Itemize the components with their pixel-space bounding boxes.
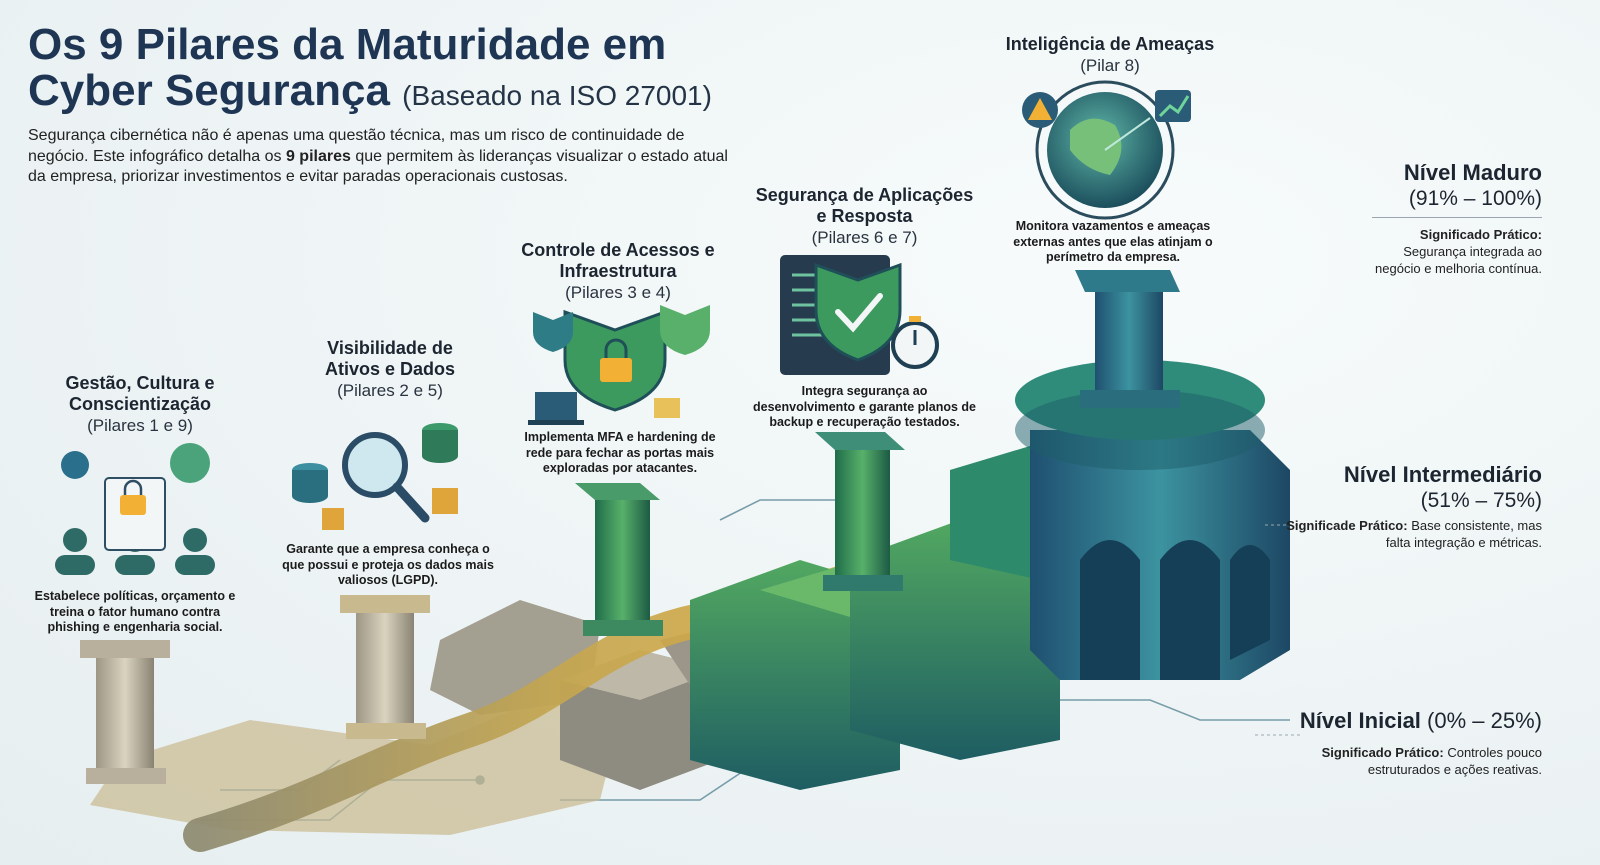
stopwatch-icon bbox=[891, 316, 939, 369]
pillar-stage-5 bbox=[1075, 270, 1180, 408]
intro-text: Segurança cibernética não é apenas uma q… bbox=[28, 127, 685, 165]
meaning-label: Significado Prático: bbox=[1321, 745, 1444, 760]
level-initial-heading: Nível Inicial (0% – 25%) bbox=[1262, 708, 1542, 734]
shield-check-icon bbox=[814, 262, 902, 362]
title-subtitle: (Baseado na ISO 27001) bbox=[402, 80, 712, 111]
level-intermediate-title: Nível Intermediário bbox=[1343, 462, 1542, 487]
meaning-label: Significado Prático: bbox=[1419, 227, 1542, 242]
level-initial-range: (0% – 25%) bbox=[1427, 708, 1542, 733]
meaning-text: Base consistente, mas falta integração e… bbox=[1385, 518, 1542, 550]
level-mature-meaning: Significado Prático: Segurança integrada… bbox=[1372, 226, 1542, 277]
pillar-stage-1 bbox=[80, 640, 170, 784]
level-mature-range: (91% – 100%) bbox=[1408, 187, 1542, 210]
intro-bold: 9 pilares bbox=[285, 147, 351, 165]
pillar-stage-4 bbox=[815, 432, 905, 591]
temple-structure bbox=[1015, 360, 1290, 680]
stage-2-label: Visibilidade de Ativos e Dados (Pilares … bbox=[305, 338, 475, 401]
level-intermediate-range: (51% – 75%) bbox=[1420, 489, 1542, 512]
shield-lock-icon bbox=[533, 305, 710, 412]
warning-icon bbox=[1022, 92, 1058, 128]
stage-2-title: Visibilidade de Ativos e Dados bbox=[324, 338, 456, 379]
stage-1-label: Gestão, Cultura e Conscientização (Pilar… bbox=[40, 373, 240, 436]
stage-5-title: Inteligência de Ameaças bbox=[1005, 34, 1215, 54]
pillar-stage-2 bbox=[340, 595, 430, 739]
database-icon bbox=[292, 423, 458, 530]
stage-2-description: Garante que a empresa conheça o que poss… bbox=[282, 542, 494, 587]
brain-icon bbox=[61, 443, 210, 483]
stage-1-title: Gestão, Cultura e Conscientização bbox=[65, 373, 215, 414]
chart-icon bbox=[1155, 90, 1191, 122]
stage-4-pillars: (Pilares 6 e 7) bbox=[811, 228, 918, 247]
magnifier-icon bbox=[342, 432, 430, 523]
stage-3-label: Controle de Acessos e Infraestrutura (Pi… bbox=[518, 240, 718, 303]
stage-4-title: Segurança de Aplicações e Resposta bbox=[755, 185, 974, 226]
level-initial: Nível Inicial (0% – 25%) Significado Prá… bbox=[1262, 708, 1542, 778]
stage-5-pillars: (Pilar 8) bbox=[1080, 56, 1140, 75]
lock-document-icon bbox=[104, 477, 166, 551]
stage-1-pillars: (Pilares 1 e 9) bbox=[87, 416, 193, 435]
stage-4-label: Segurança de Aplicações e Resposta (Pila… bbox=[752, 185, 977, 248]
intro-paragraph: Segurança cibernética não é apenas uma q… bbox=[28, 126, 748, 188]
level-mature-title: Nível Maduro bbox=[1403, 160, 1542, 185]
level-initial-meaning: Significado Prático: Controles pouco est… bbox=[1262, 744, 1542, 778]
level-initial-title: Nível Inicial bbox=[1299, 708, 1421, 733]
meaning-label: Significade Prático: bbox=[1286, 518, 1408, 533]
level-leader-lines bbox=[1255, 524, 1300, 736]
stage-3-description: Implementa MFA e hardening de rede para … bbox=[524, 430, 716, 475]
intro-text-end: que permitem às lideranças visualizar o … bbox=[28, 147, 728, 186]
stage-5-label: Inteligência de Ameaças (Pilar 8) bbox=[995, 34, 1225, 76]
globe-radar-icon bbox=[1035, 80, 1175, 220]
stage-3-title: Controle de Acessos e Infraestrutura bbox=[521, 240, 715, 281]
laptop-lock-icon bbox=[528, 392, 680, 425]
title-text: Os 9 Pilares da Maturidade em Cyber Segu… bbox=[28, 20, 667, 115]
level-divider bbox=[1372, 217, 1542, 218]
level-mature: Nível Maduro (91% – 100%) Significado Pr… bbox=[1372, 160, 1542, 277]
pillar-stage-3 bbox=[575, 483, 663, 636]
level-intermediate: Nível Intermediário (51% – 75%) Signific… bbox=[1262, 462, 1542, 551]
stage-3-pillars: (Pilares 3 e 4) bbox=[565, 283, 671, 302]
people-icon bbox=[55, 528, 215, 575]
stage-1-description: Estabelece políticas, orçamento e treina… bbox=[34, 589, 236, 634]
stage-2-pillars: (Pilares 2 e 5) bbox=[337, 381, 443, 400]
meaning-text: Segurança integrada ao negócio e melhori… bbox=[1375, 244, 1542, 276]
page-title: Os 9 Pilares da Maturidade em Cyber Segu… bbox=[28, 22, 788, 119]
level-intermediate-meaning: Significade Prático: Base consistente, m… bbox=[1262, 517, 1542, 551]
meaning-text: Controles pouco estruturados e ações rea… bbox=[1367, 745, 1542, 777]
stage-5-description: Monitora vazamentos e ameaças externas a… bbox=[1013, 219, 1213, 264]
stage-4-description: Integra segurança ao desenvolvimento e g… bbox=[753, 384, 976, 429]
